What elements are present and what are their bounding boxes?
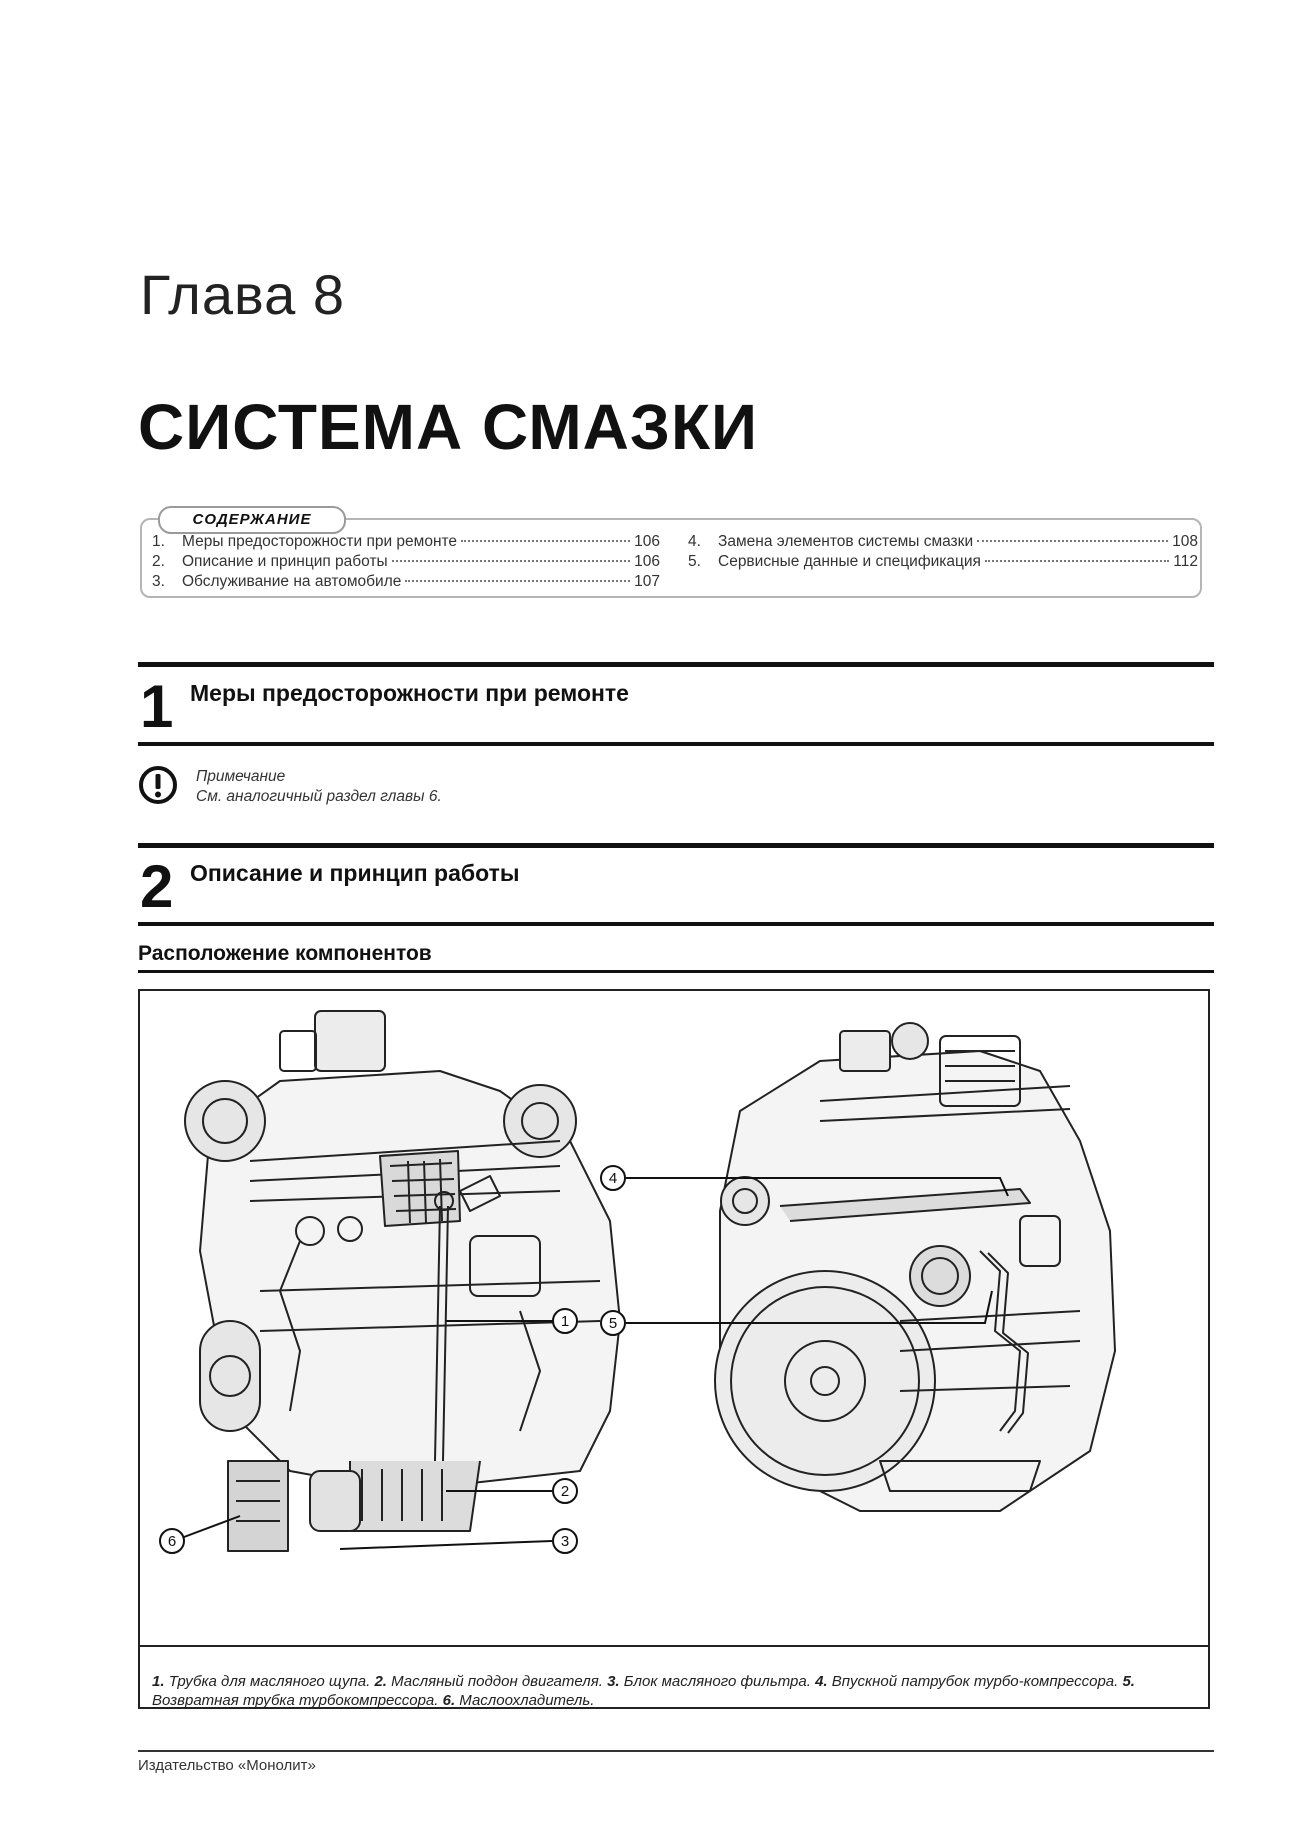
toc-item-page: 112 (1173, 553, 1198, 570)
leader-line-3 (339, 1540, 553, 1550)
engine-left-drawing (184, 1010, 621, 1552)
toc-label: СОДЕРЖАНИЕ (158, 506, 346, 534)
toc-item-page: 107 (634, 573, 660, 590)
caption-text: Возвратная трубка турбокомпрессора. (152, 1692, 439, 1709)
callout-circle-2 (552, 1478, 578, 1504)
section-title: Меры предосторожности при ремонте (190, 680, 629, 706)
toc-item-text: Обслуживание на автомобиле (182, 573, 402, 590)
callout-number: 1 (561, 1313, 569, 1330)
subsection-rule (138, 970, 1214, 973)
toc-item[interactable]: 4. Замена элементов системы смазки 108 (688, 533, 1198, 553)
toc-item[interactable]: 3. Обслуживание на автомобиле 107 (152, 573, 660, 593)
caption-text: Масляный поддон двигателя. (391, 1673, 603, 1690)
caption-num: 1. (152, 1673, 165, 1690)
caption-text: Блок масляного фильтра. (623, 1673, 811, 1690)
section-title: Описание и принцип работы (190, 860, 520, 886)
callout-circle-5 (600, 1310, 626, 1336)
leader-line-6 (183, 1515, 241, 1538)
callout-circle-1 (552, 1308, 578, 1334)
caption-text: Трубка для масляного щупа. (168, 1673, 371, 1690)
caption-num: 2. (374, 1673, 387, 1690)
caption-num: 4. (815, 1673, 828, 1690)
toc-item-text: Сервисные данные и спецификация (718, 553, 981, 570)
toc-column-right: 4. Замена элементов системы смазки 108 5… (688, 533, 1198, 573)
toc-leader-dots (984, 560, 1170, 562)
caption-text: Впускной патрубок турбо-компрессора. (831, 1673, 1119, 1690)
toc-item-number: 4. (688, 533, 701, 550)
toc-leader-dots (977, 540, 1169, 542)
callout-number: 6 (168, 1533, 176, 1550)
callout-number: 3 (561, 1533, 569, 1550)
callout-circle-4 (600, 1165, 626, 1191)
exclamation-icon (139, 766, 177, 804)
publisher: Издательство «Монолит» (138, 1757, 316, 1774)
engine-right-drawing (714, 1022, 1116, 1512)
section-rule-top (138, 843, 1214, 848)
toc-item-text: Описание и принцип работы (182, 553, 388, 570)
toc-item-number: 2. (152, 553, 165, 570)
toc-item-page: 106 (634, 533, 660, 550)
toc-item-page: 108 (1172, 533, 1198, 550)
toc-leader-dots (461, 540, 631, 542)
subsection-title: Расположение компонентов (138, 942, 432, 965)
note-label: Примечание (196, 768, 286, 785)
toc-item-text: Замена элементов системы смазки (718, 533, 974, 550)
footer-rule (138, 1750, 1214, 1752)
engine-illustration: 1 2 3 4 5 6 (140, 1010, 1208, 1647)
toc-column-left: 1. Меры предосторожности при ремонте 106… (152, 533, 660, 593)
toc-item-page: 106 (634, 553, 660, 570)
leader-line-4 (626, 1177, 1009, 1197)
section-number: 2 (140, 853, 174, 920)
chapter-heading: Глава 8 (140, 263, 345, 326)
caption-num: 6. (442, 1692, 456, 1709)
callout-number: 2 (561, 1483, 569, 1500)
figure-caption: 1. Трубка для масляного щупа. 2. Масляны… (152, 1672, 1202, 1710)
callout-number: 5 (609, 1315, 617, 1332)
engine-figure: 1 2 3 4 5 6 (138, 989, 1210, 1709)
section-rule-bottom (138, 922, 1214, 926)
caption-num: 3. (607, 1673, 620, 1690)
toc-item[interactable]: 2. Описание и принцип работы 106 (152, 553, 660, 573)
leader-line-5 (626, 1290, 993, 1324)
caption-text: Маслоохладитель. (459, 1692, 595, 1709)
callout-circle-6 (159, 1528, 185, 1554)
chapter-title: СИСТЕМА СМАЗКИ (138, 391, 758, 463)
toc-item-text: Меры предосторожности при ремонте (182, 533, 458, 550)
toc-leader-dots (391, 560, 631, 562)
callout-number: 4 (609, 1170, 617, 1187)
toc-item[interactable]: 1. Меры предосторожности при ремонте 106 (152, 533, 660, 553)
caption-num: 5. (1122, 1673, 1135, 1690)
toc-leader-dots (405, 580, 631, 582)
note-text: См. аналогичный раздел главы 6. (196, 788, 442, 805)
toc-item-number: 5. (688, 553, 701, 570)
section-number: 1 (140, 673, 174, 740)
toc-box (140, 518, 1202, 598)
section-rule-top (138, 662, 1214, 667)
toc-item-number: 3. (152, 573, 165, 590)
toc-item-number: 1. (152, 533, 165, 550)
callout-circle-3 (552, 1528, 578, 1554)
section-rule-bottom (138, 742, 1214, 746)
toc-item[interactable]: 5. Сервисные данные и спецификация 112 (688, 553, 1198, 573)
